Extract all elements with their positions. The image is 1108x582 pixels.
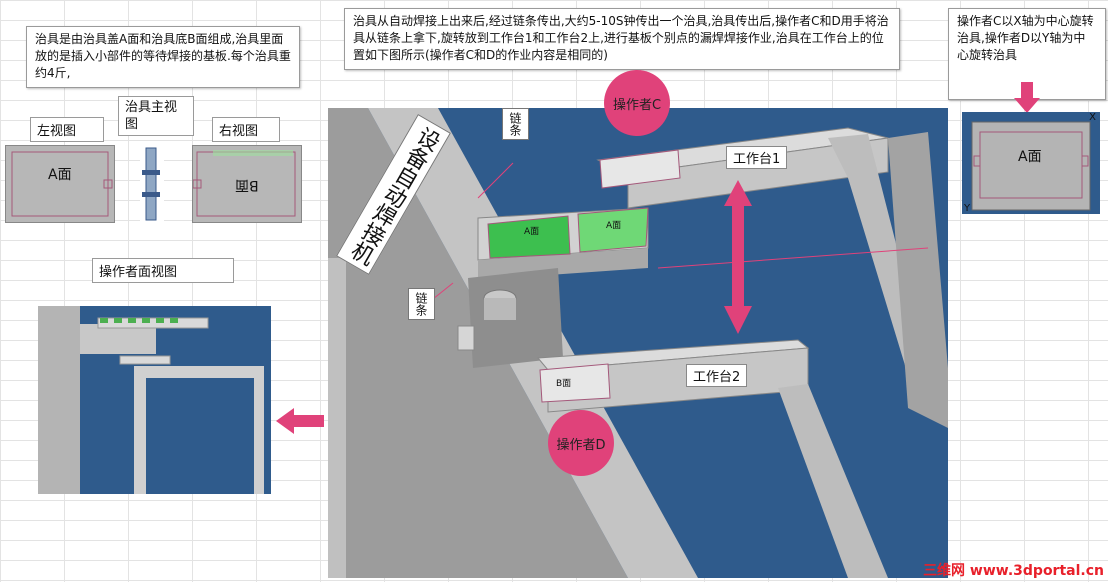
right-view-picture: B面 [192, 145, 302, 223]
axis-y-label: Y [964, 203, 971, 214]
fixture-a-label: A面 [524, 227, 540, 237]
left-view-picture: A面 [5, 145, 115, 223]
process-description-note: 治具从自动焊接上出来后,经过链条传出,大约5-10S钟传出一个治具,治具传出后,… [344, 8, 900, 70]
rotation-inset-picture: A面 X Y [962, 112, 1100, 214]
right-view-label: 右视图 [212, 117, 280, 142]
operator-c-badge: 操作者C [604, 70, 670, 136]
workbench-2-label: 工作台2 [686, 364, 748, 387]
face-b-label: B面 [235, 177, 259, 193]
operator-view-scene [38, 306, 264, 494]
fixture-a-label-2: A面 [606, 221, 622, 231]
inset-fixture [971, 121, 1091, 211]
workbench-1-label: 工作台1 [726, 146, 788, 169]
main-view-picture [140, 146, 164, 222]
chain-label-top: 链条 [502, 108, 529, 140]
operator-view-label: 操作者面视图 [92, 258, 234, 283]
fixture-side-outline [142, 147, 160, 221]
fixture-outline [11, 151, 113, 217]
main-view-label: 治具主视图 [118, 96, 194, 136]
left-view-label: 左视图 [30, 117, 104, 142]
watermark-logo: 三维网 www.3dportal.cn [923, 563, 1104, 579]
face-a-label: A面 [48, 167, 72, 183]
down-arrow-icon [1014, 82, 1040, 113]
workstation-scene: 设备自动焊接机 链条 链条 A面 A面 B面 工作台1 工作台2 [328, 108, 948, 578]
operator-view-picture [38, 306, 271, 494]
fixture-description-note: 治具是由治具盖A面和治具底B面组成,治具里面放的是插入小部件的等待焊接的基板.每… [26, 26, 300, 88]
scene-drawing [328, 108, 948, 578]
inset-face-label: A面 [1018, 149, 1042, 165]
axis-x-label: X [1089, 112, 1096, 123]
fixture-b-label: B面 [556, 379, 572, 389]
operator-d-badge: 操作者D [548, 410, 614, 476]
chain-label-bottom: 链条 [408, 288, 435, 320]
left-arrow-icon [276, 408, 324, 434]
fixture-outline-b [192, 150, 296, 217]
